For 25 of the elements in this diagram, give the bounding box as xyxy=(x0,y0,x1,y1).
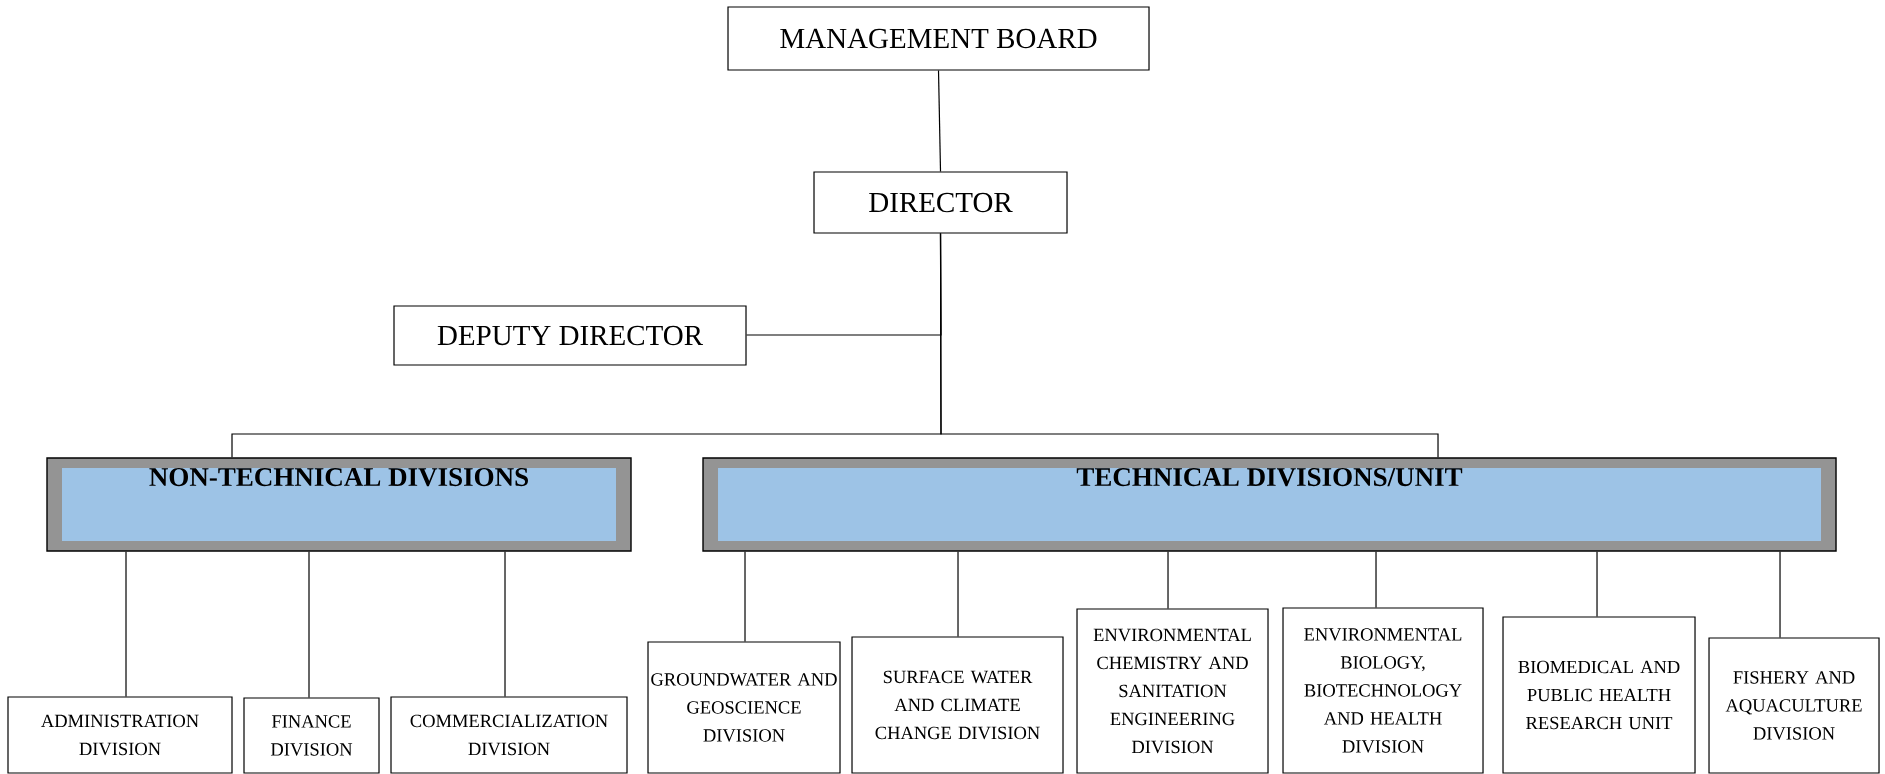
connector-line xyxy=(308,551,310,698)
connector-line xyxy=(1375,551,1377,608)
org-box: MANAGEMENT BOARD xyxy=(727,6,1150,71)
division-box: FISHERY AND AQUACULTURE DIVISION xyxy=(1708,637,1880,774)
division-box: SURFACE WATER AND CLIMATE CHANGE DIVISION xyxy=(851,636,1064,774)
connector-line xyxy=(1167,551,1169,609)
connector-line xyxy=(1779,551,1781,638)
division-group-band: NON-TECHNICAL DIVISIONS xyxy=(46,457,632,552)
connector-line xyxy=(939,233,1439,458)
connector-line xyxy=(125,551,127,697)
division-box: COMMERCIALIZATION DIVISION xyxy=(390,696,628,774)
connector-line xyxy=(937,70,942,172)
division-box: BIOMEDICAL AND PUBLIC HEALTH RESEARCH UNIT xyxy=(1502,616,1696,774)
org-box: DEPUTY DIRECTOR xyxy=(393,305,747,366)
division-box: FINANCE DIVISION xyxy=(243,697,380,774)
connector-line xyxy=(504,551,506,697)
division-box: GROUNDWATER AND GEOSCIENCE DIVISION xyxy=(647,641,841,774)
division-box: ADMINISTRATION DIVISION xyxy=(7,696,233,774)
division-box: ENVIRONMENTAL BIOLOGY, BIOTECHNOLOGY AND HEALTH DIVISION xyxy=(1282,607,1484,774)
connector-line xyxy=(957,551,959,637)
division-box: ENVIRONMENTAL CHEMISTRY AND SANITATION ENGINEERING DIVISION xyxy=(1076,608,1269,774)
connector-line xyxy=(1596,551,1598,617)
org-box: DIRECTOR xyxy=(813,171,1068,234)
division-group-band: TECHNICAL DIVISIONS/UNIT xyxy=(702,457,1837,552)
connector-line xyxy=(744,551,746,642)
